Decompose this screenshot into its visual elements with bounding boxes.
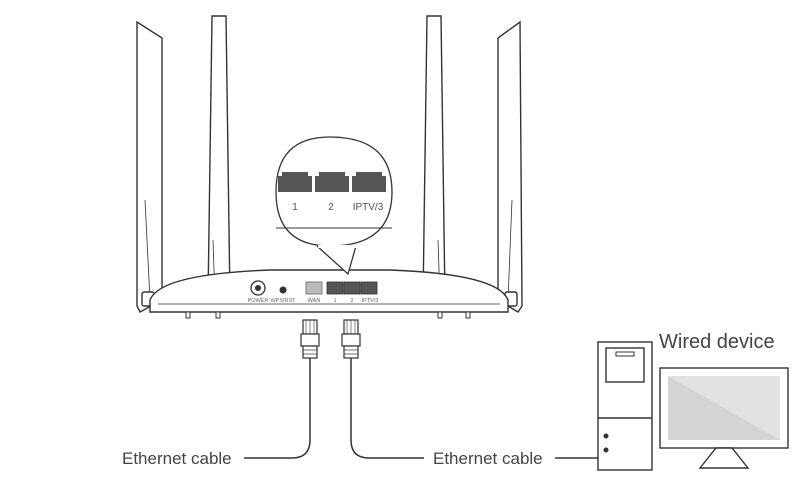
ethernet-cable-left xyxy=(244,358,311,459)
zoom-port-2-label: 2 xyxy=(328,202,334,213)
ethernet-plug-right-icon xyxy=(341,319,361,359)
ethernet-plug-left-icon xyxy=(300,319,320,359)
antenna-far-left xyxy=(136,20,163,313)
antenna-inner-left xyxy=(207,15,231,301)
zoom-port-iptv-label: IPTV/3 xyxy=(353,202,384,213)
wps-label: WPS/RST xyxy=(270,298,296,304)
wired-device-label: Wired device xyxy=(659,331,775,353)
power-label: POWER xyxy=(248,298,269,304)
zoom-port-1-icon xyxy=(278,172,312,192)
wan-label: WAN xyxy=(308,298,321,304)
lan-port-iptv-icon xyxy=(360,281,378,295)
rear-panel: POWER WPS/RST WAN 1 2 IPTV/3 xyxy=(248,280,379,304)
ethernet-cable-right xyxy=(350,358,424,459)
ethernet-cable-right-label: Ethernet cable xyxy=(433,449,543,468)
wan-port-icon xyxy=(305,281,323,295)
lan-port-1-icon xyxy=(326,281,344,295)
zoom-callout: 1 2 IPTV/3 xyxy=(275,136,393,276)
zoom-port-2-icon xyxy=(315,172,349,192)
wps-button-icon xyxy=(279,286,287,294)
zoom-port-iptv-icon xyxy=(352,172,386,192)
ethernet-cable-left-label: Ethernet cable xyxy=(122,449,232,468)
lan-port-2-icon xyxy=(343,281,361,295)
zoom-port-1-label: 1 xyxy=(292,202,298,213)
antenna-far-right xyxy=(497,20,523,313)
port-2-label: 2 xyxy=(350,298,353,304)
pc-tower-icon xyxy=(597,341,653,471)
port-1-label: 1 xyxy=(333,298,336,304)
monitor-icon xyxy=(659,367,789,469)
antenna-inner-right xyxy=(422,15,446,301)
port-3-label: IPTV/3 xyxy=(362,298,379,304)
